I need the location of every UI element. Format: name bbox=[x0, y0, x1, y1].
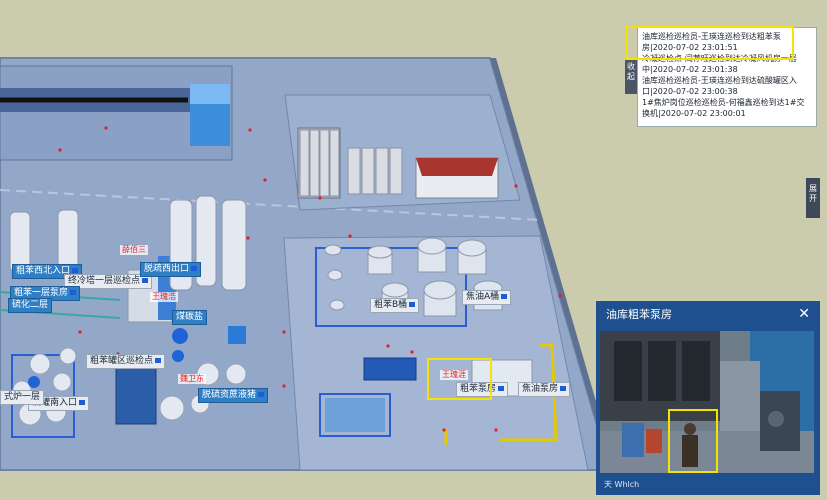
label-crude-benzene-pump-room[interactable]: 粗苯泵房 bbox=[456, 382, 509, 397]
log-entry: 油库巡检巡检员-王瑛连巡检到达硫酸罐区入口|2020-07-02 23:00:3… bbox=[642, 76, 797, 96]
video-overlay-text: 天 Whlch bbox=[604, 480, 640, 489]
label-crude-benzene-b-tank[interactable]: 粗苯B桶 bbox=[370, 298, 420, 313]
latest-log-highlight-box bbox=[626, 26, 794, 60]
person-tag[interactable]: 魏卫东 bbox=[178, 374, 206, 384]
log-entry: 油库巡检巡检员-王瑛连巡检到达粗苯泵房|2020-07-02 23:01:51 bbox=[642, 32, 781, 52]
label-crude-benzene-tank-area[interactable]: 粗苯罐区巡检点 bbox=[86, 354, 166, 369]
log-entry: 1#焦炉岗位巡检巡检员-何福鑫巡检到达1#交换机|2020-07-02 23:0… bbox=[642, 98, 805, 118]
log-collapse-tab[interactable]: 收起 bbox=[625, 60, 637, 94]
video-title: 油库粗苯泵房 bbox=[606, 308, 672, 321]
label-tar-pump-room[interactable]: 焦油泵房 bbox=[518, 382, 571, 397]
label-sulfur-removal-2f[interactable]: 硫化二层 bbox=[8, 298, 53, 313]
person-highlight-box bbox=[668, 409, 718, 473]
label-desulfur-west-exit[interactable]: 脱疏西出口 bbox=[140, 262, 202, 277]
label-salt-tank[interactable]: 煤碳盐 bbox=[172, 310, 208, 325]
video-header: 油库粗苯泵房 ✕ bbox=[596, 301, 820, 327]
camera-video-panel: 油库粗苯泵房 ✕ 天 Whlch bbox=[596, 301, 820, 495]
label-cooling-tower-1f[interactable]: 终冷塔一层巡检点 bbox=[64, 274, 153, 289]
label-furnace-1f[interactable]: 式炉一层 bbox=[0, 390, 45, 405]
label-tar-a-tank[interactable]: 焦油A桶 bbox=[462, 290, 512, 305]
panel-expand-tab[interactable]: 展开 bbox=[806, 178, 820, 218]
person-tag[interactable]: 王瑰涯 bbox=[440, 370, 468, 380]
label-desulfur-waste-pump[interactable]: 脱硫资蔗液猪 bbox=[198, 388, 269, 403]
target-highlight-box bbox=[427, 358, 492, 400]
close-icon[interactable]: ✕ bbox=[798, 306, 810, 322]
person-tag[interactable]: 王瑰浩 bbox=[150, 292, 178, 302]
person-tag[interactable]: 薛佰三 bbox=[120, 245, 148, 255]
camera-feed[interactable] bbox=[600, 331, 814, 473]
